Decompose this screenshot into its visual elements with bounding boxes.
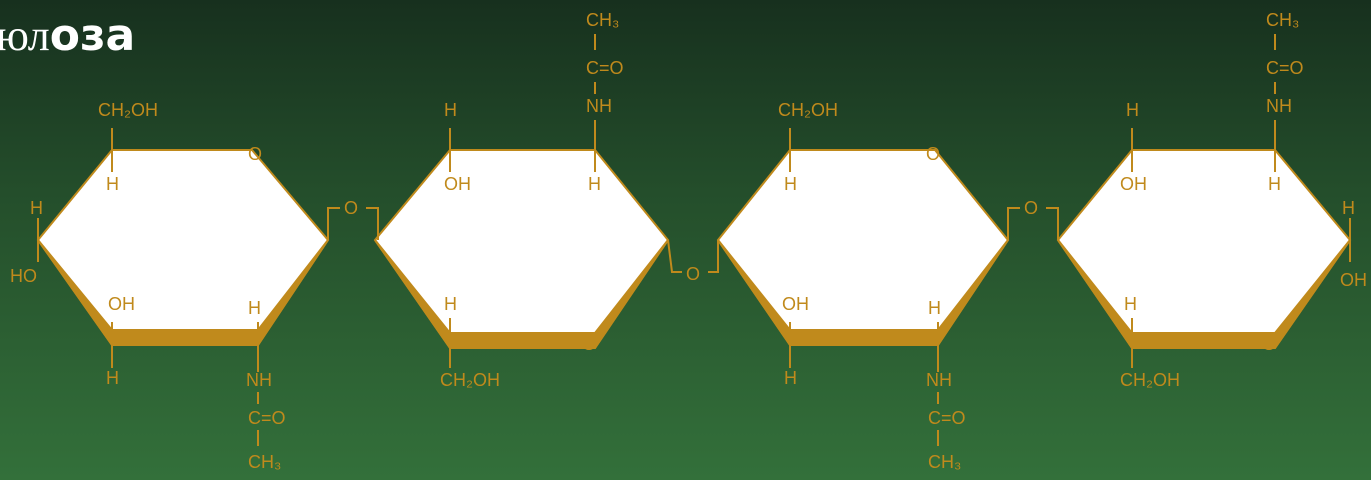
ring-3 [716,149,1010,346]
r2-oh-label: OH [444,174,471,194]
r4-ch3-label: CH₃ [1266,10,1299,30]
r4-nh-label: NH [1266,96,1292,116]
r3-oh-label: OH [782,294,809,314]
r1-co-label: C=O [248,408,286,428]
r4-h-top-left: H [1126,100,1139,120]
r2-h-top-right: H [588,174,601,194]
r1-h-top: H [106,174,119,194]
r3-ch2oh-label: CH₂OH [778,100,838,120]
ring-4 [1056,149,1352,349]
r3-ch3-label: CH₃ [928,452,961,472]
r4-oh-right: OH [1340,270,1367,290]
r1-oh-label: OH [108,294,135,314]
r4-co-label: C=O [1266,58,1304,78]
r1-h-right: H [248,298,261,318]
r1-h-bottom: H [106,368,119,388]
r2-ch2oh-label: CH₂OH [440,370,500,390]
bridge-oxygen-2: O [686,264,700,284]
r2-co-label: C=O [586,58,624,78]
r2-nh-label: NH [586,96,612,116]
r3-h-right: H [928,298,941,318]
r1-h-left: H [30,198,43,218]
r3-co-label: C=O [928,408,966,428]
r1-nh-label: NH [246,370,272,390]
r4-h-right: H [1342,198,1355,218]
r3-h-top: H [784,174,797,194]
r2-ch3-label: CH₃ [586,10,619,30]
r3-nh-label: NH [926,370,952,390]
r1-ch2oh-label: CH₂OH [98,100,158,120]
r3-ring-oxygen: O [926,144,940,164]
r4-h-bottom: H [1124,294,1137,314]
title-part-1: юл [0,11,50,60]
bridge-oxygen-1: O [344,198,358,218]
r3-h-bottom: H [784,368,797,388]
ring-2 [373,149,670,349]
r2-h-bottom: H [444,294,457,314]
ring-1 [36,149,330,346]
r1-ho-label: HO [10,266,37,286]
r1-ring-oxygen: O [248,144,262,164]
r4-ring-oxygen: O [1262,334,1276,354]
r4-h-top-right: H [1268,174,1281,194]
r4-oh-label: OH [1120,174,1147,194]
r2-h-top-left: H [444,100,457,120]
bridge-oxygen-3: O [1024,198,1038,218]
r4-ch2oh-label: CH₂OH [1120,370,1180,390]
r2-ring-oxygen: O [582,334,596,354]
title-part-2: оза [49,10,136,61]
r1-ch3-label: CH₃ [248,452,281,472]
page-title: юлоза [0,6,135,66]
